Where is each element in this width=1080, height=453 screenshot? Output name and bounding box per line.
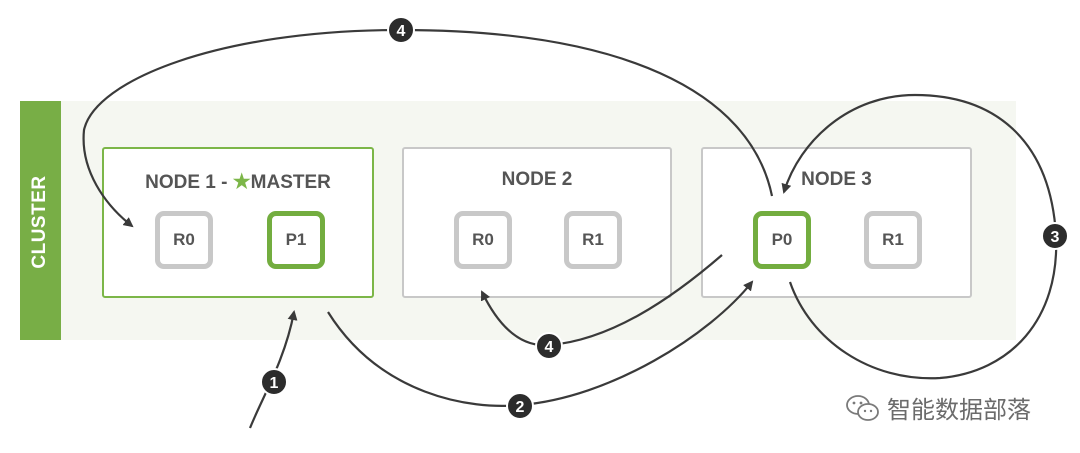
step-badge-4-top-text: 4: [397, 23, 406, 40]
shard-replica-1: R1: [564, 211, 622, 269]
watermark-text: 智能数据部落: [887, 397, 1031, 424]
master-star-icon: ★: [232, 171, 251, 193]
step-badge-3-text: 3: [1051, 229, 1060, 246]
node-3-title: NODE 3: [801, 169, 872, 190]
wechat-icon: [846, 394, 879, 421]
watermark: 智能数据部落: [845, 390, 1031, 425]
arrow-step-4-node1: [82, 28, 774, 228]
node-2-title: NODE 2: [501, 169, 573, 190]
arrow-step-4-node2: [480, 254, 723, 347]
cluster-tab: [20, 101, 61, 340]
step-badge-4-lower-text: 4: [545, 339, 554, 356]
arrow-step-3: [781, 93, 1058, 380]
master-label: MASTER: [250, 172, 331, 193]
step-badge-4-lower: 4: [535, 332, 563, 360]
step-badge-1: 1: [260, 368, 288, 396]
step-badge-1-text: 1: [270, 375, 279, 392]
step-badge-3: 3: [1041, 222, 1069, 250]
node-1-title: NODE 1 - ★MASTER: [104, 169, 372, 194]
step-badge-4-top: 4: [387, 16, 415, 44]
shard-replica-0: R0: [155, 211, 213, 269]
step-badge-2: 2: [506, 392, 534, 420]
shard-primary-1: P1: [267, 211, 325, 269]
shard-primary-0: P0: [753, 211, 811, 269]
step-badge-2-text: 2: [516, 399, 525, 416]
shard-replica-0: R0: [454, 211, 512, 269]
node-1-label: NODE 1 -: [145, 172, 228, 193]
node-2: NODE 2 R0 R1: [402, 147, 672, 298]
shard-replica-1: R1: [864, 211, 922, 269]
node-1: NODE 1 - ★MASTER R0 P1: [102, 147, 374, 298]
node-3: NODE 3 P0 R1: [701, 147, 972, 298]
